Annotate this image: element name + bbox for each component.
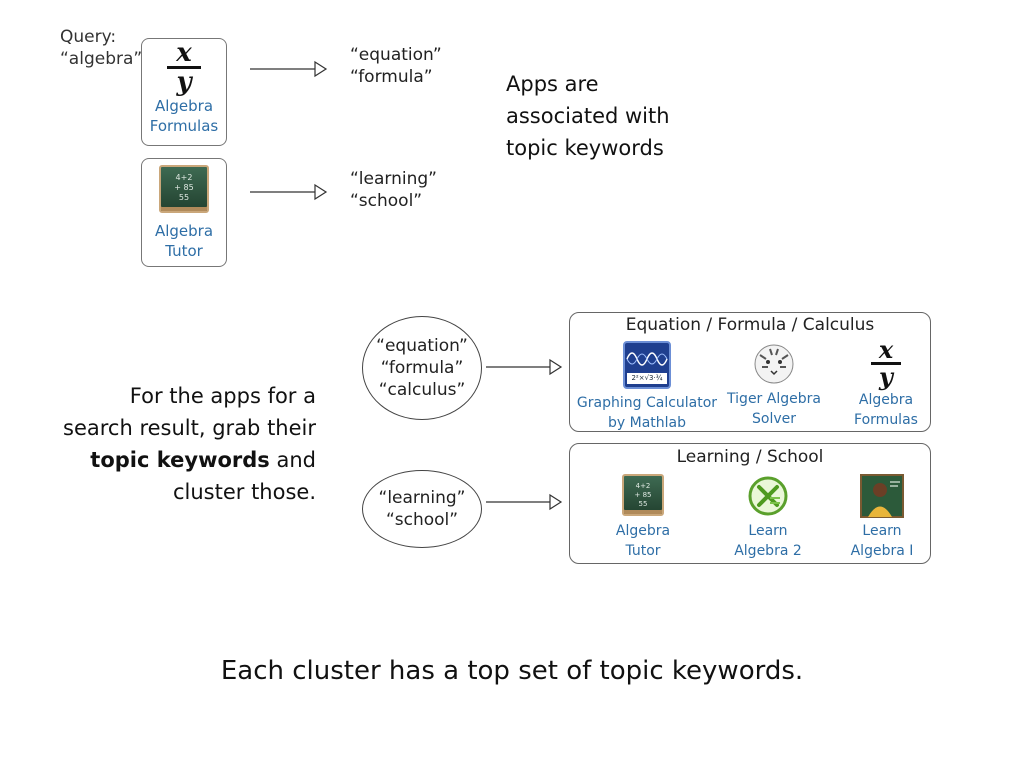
cluster-keywords-ellipse-1: “equation” “formula” “calculus” [362, 316, 482, 420]
app-name: Algebra Tutor [596, 521, 690, 561]
fraction-denominator: y [176, 67, 192, 97]
fraction-bar [167, 66, 201, 69]
keyword: “school” [385, 510, 459, 530]
note-line: associated with [506, 104, 670, 128]
app-name-line2: Algebra I [850, 543, 914, 559]
student-chalkboard-icon [860, 474, 904, 518]
app-name-line1: Algebra [154, 97, 214, 115]
green-x-circle-icon [748, 476, 788, 516]
fraction-denominator: y [879, 362, 893, 391]
app-name: Learn Algebra I [838, 521, 926, 561]
app-name-line2: by Mathlab [608, 415, 686, 431]
keywords-algebra-tutor: “learning” “school” [350, 168, 437, 212]
note-line: topic keywords [506, 136, 664, 160]
keyword: “calculus” [378, 380, 466, 400]
app-card-algebra-tutor[interactable]: 4+2 + 85 55 Algebra Tutor [141, 158, 227, 267]
keyword: “formula” [380, 358, 464, 378]
app-name-line2: Formulas [149, 117, 219, 135]
app-name: Tiger Algebra Solver [722, 389, 826, 429]
cluster-app-tiger-algebra[interactable]: Tiger Algebra Solver [722, 341, 826, 429]
arrowhead-cluster1 [549, 358, 563, 376]
caption: Each cluster has a top set of topic keyw… [220, 656, 804, 686]
cluster-keywords-ellipse-2: “learning” “school” [362, 470, 482, 548]
chalkboard-icon: 4+2 + 85 55 [622, 474, 664, 516]
app-name-line1: Tiger Algebra [727, 391, 821, 407]
sine-wave-graphic [626, 352, 668, 366]
app-name-line2: Tutor [165, 242, 203, 260]
chalkboard-icon: 4+2 + 85 55 [159, 165, 209, 213]
app-name-line1: Learn [748, 523, 788, 539]
cluster-app-algebra-tutor[interactable]: 4+2 + 85 55 Algebra Tutor [596, 474, 690, 561]
note-cluster-instructions: For the apps for a search result, grab t… [40, 380, 316, 508]
cluster-app-algebra-formulas[interactable]: x y Algebra Formulas [842, 335, 930, 430]
keyword: “learning” [350, 169, 437, 189]
note-line: Apps are [506, 72, 599, 96]
chalk-line: 55 [178, 193, 190, 202]
note-apps-keywords: Apps are associated with topic keywords [506, 68, 670, 164]
cluster-app-learn-algebra-2[interactable]: Learn Algebra 2 [720, 474, 816, 561]
arrowhead-formulas [314, 60, 328, 78]
app-name-line1: Algebra [154, 222, 214, 240]
note-after-bold: and [269, 448, 316, 472]
arrowhead-tutor [314, 183, 328, 201]
arrowhead-cluster2 [549, 493, 563, 511]
app-name-line1: Algebra [858, 392, 914, 408]
chalk-line: 4+2 [635, 482, 651, 490]
fraction-bar [871, 362, 901, 365]
fraction-x-over-y-icon: x y [842, 335, 930, 391]
query-value: “algebra” [60, 49, 143, 69]
fraction-numerator: x [878, 335, 894, 364]
cluster-box-learning-school: Learning / School 4+2 + 85 55 Algebra Tu… [569, 443, 931, 564]
app-name-line2: Formulas [854, 412, 918, 428]
chalk-line: 4+2 [175, 173, 193, 182]
keyword: “equation” [350, 45, 442, 65]
note-bold-keywords: topic keywords [90, 448, 270, 472]
cluster-app-graphing-calculator[interactable]: 2²×√3·¾ Graphing Calculator by Mathlab [574, 341, 720, 433]
note-line: search result, grab their [63, 416, 316, 440]
app-name: Learn Algebra 2 [720, 521, 816, 561]
app-name-line1: Graphing Calculator [576, 395, 718, 411]
app-name: Algebra Tutor [142, 221, 226, 261]
app-name: Algebra Formulas [842, 390, 930, 430]
note-line: topic keywords and [40, 444, 316, 476]
note-line: For the apps for a [129, 384, 316, 408]
calculator-formula: 2²×√3·¾ [627, 373, 667, 384]
cluster-title: Equation / Formula / Calculus [625, 315, 875, 335]
fraction-numerator: x [176, 38, 192, 68]
app-name: Graphing Calculator by Mathlab [574, 393, 720, 433]
keyword: “learning” [378, 488, 466, 508]
keywords-algebra-formulas: “equation” “formula” [350, 44, 442, 88]
app-name: Algebra Formulas [142, 96, 226, 136]
query-label: Query: “algebra” [60, 26, 142, 70]
chalk-line: 55 [638, 500, 648, 508]
app-name-line2: Tutor [625, 543, 661, 559]
chalk-line: + 85 [634, 491, 652, 499]
app-name-line2: Algebra 2 [734, 543, 802, 559]
app-card-algebra-formulas[interactable]: x y Algebra Formulas [141, 38, 227, 146]
chalk-line: + 85 [174, 183, 194, 192]
fraction-x-over-y-icon: x y [142, 38, 226, 97]
app-name-line2: Solver [752, 411, 796, 427]
keyword: “equation” [376, 336, 468, 356]
query-title: Query: [60, 27, 117, 47]
app-name-line1: Learn [862, 523, 902, 539]
keyword: “formula” [350, 67, 433, 87]
cluster-box-equation-formula-calculus: Equation / Formula / Calculus 2²×√3·¾ Gr… [569, 312, 931, 432]
cluster-app-learn-algebra-1[interactable]: Learn Algebra I [838, 474, 926, 561]
keyword: “school” [350, 191, 423, 211]
graphing-calculator-icon: 2²×√3·¾ [623, 341, 671, 389]
tiger-icon [754, 344, 794, 384]
cluster-title: Learning / School [676, 447, 824, 467]
app-name-line1: Algebra [615, 523, 671, 539]
note-line: cluster those. [172, 480, 316, 504]
